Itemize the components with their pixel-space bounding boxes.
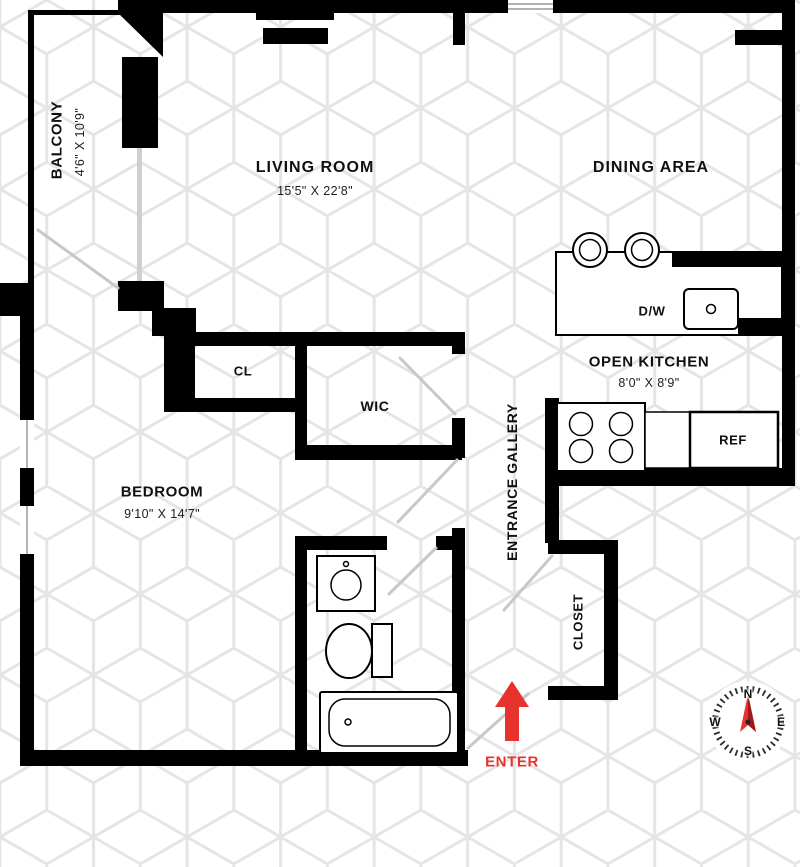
balcony-label: BALCONY <box>48 100 66 180</box>
bathroom-door-swing <box>387 546 438 596</box>
compass-north-label: N <box>743 687 753 701</box>
wic-closet-label: WIC <box>360 398 390 414</box>
cl-closet-label: CL <box>233 363 253 379</box>
open-kitchen-label: OPEN KITCHEN <box>588 353 710 371</box>
enter-arrow <box>495 681 529 741</box>
bedroom-label: BEDROOM <box>120 483 204 501</box>
toilet <box>325 623 393 679</box>
bathroom-sink <box>316 555 376 612</box>
counter-segment <box>644 411 692 469</box>
bathtub <box>319 691 459 754</box>
dishwasher-sink <box>683 288 739 330</box>
balcony-glass-door <box>137 148 142 281</box>
stove <box>556 402 646 472</box>
bathroom-fixtures <box>316 555 459 754</box>
refrigerator-box <box>688 410 780 470</box>
dining-area-label: DINING AREA <box>592 159 710 176</box>
compass-west-label: W <box>709 715 721 729</box>
closet-label: CLOSET <box>570 593 586 651</box>
windows <box>20 0 553 554</box>
balcony-dims: 4'6" X 10'9" <box>73 107 87 177</box>
counter-burners <box>572 232 660 268</box>
refrigerator-label: REF <box>719 432 747 448</box>
kitchen-appliances <box>556 232 780 472</box>
living-room-label: LIVING ROOM <box>255 159 375 176</box>
entrance-gallery-label: ENTRANCE GALLERY <box>504 403 520 561</box>
balcony-door-swing <box>36 228 120 290</box>
compass-rose <box>707 681 789 763</box>
bedroom-door-swing <box>396 458 459 524</box>
dishwasher-label: D/W <box>638 303 666 319</box>
living-room-dims: 15'5" X 22'8" <box>277 184 353 198</box>
compass-east-label: E <box>776 715 786 729</box>
open-kitchen-dims: 8'0" X 8'9" <box>618 376 680 390</box>
enter-label: ENTER <box>485 753 539 771</box>
walls <box>0 0 795 766</box>
compass-south-label: S <box>743 744 753 758</box>
bedroom-dims: 9'10" X 14'7" <box>124 507 200 521</box>
wic-door-swing <box>398 356 457 416</box>
closet-door-swing <box>502 554 554 612</box>
